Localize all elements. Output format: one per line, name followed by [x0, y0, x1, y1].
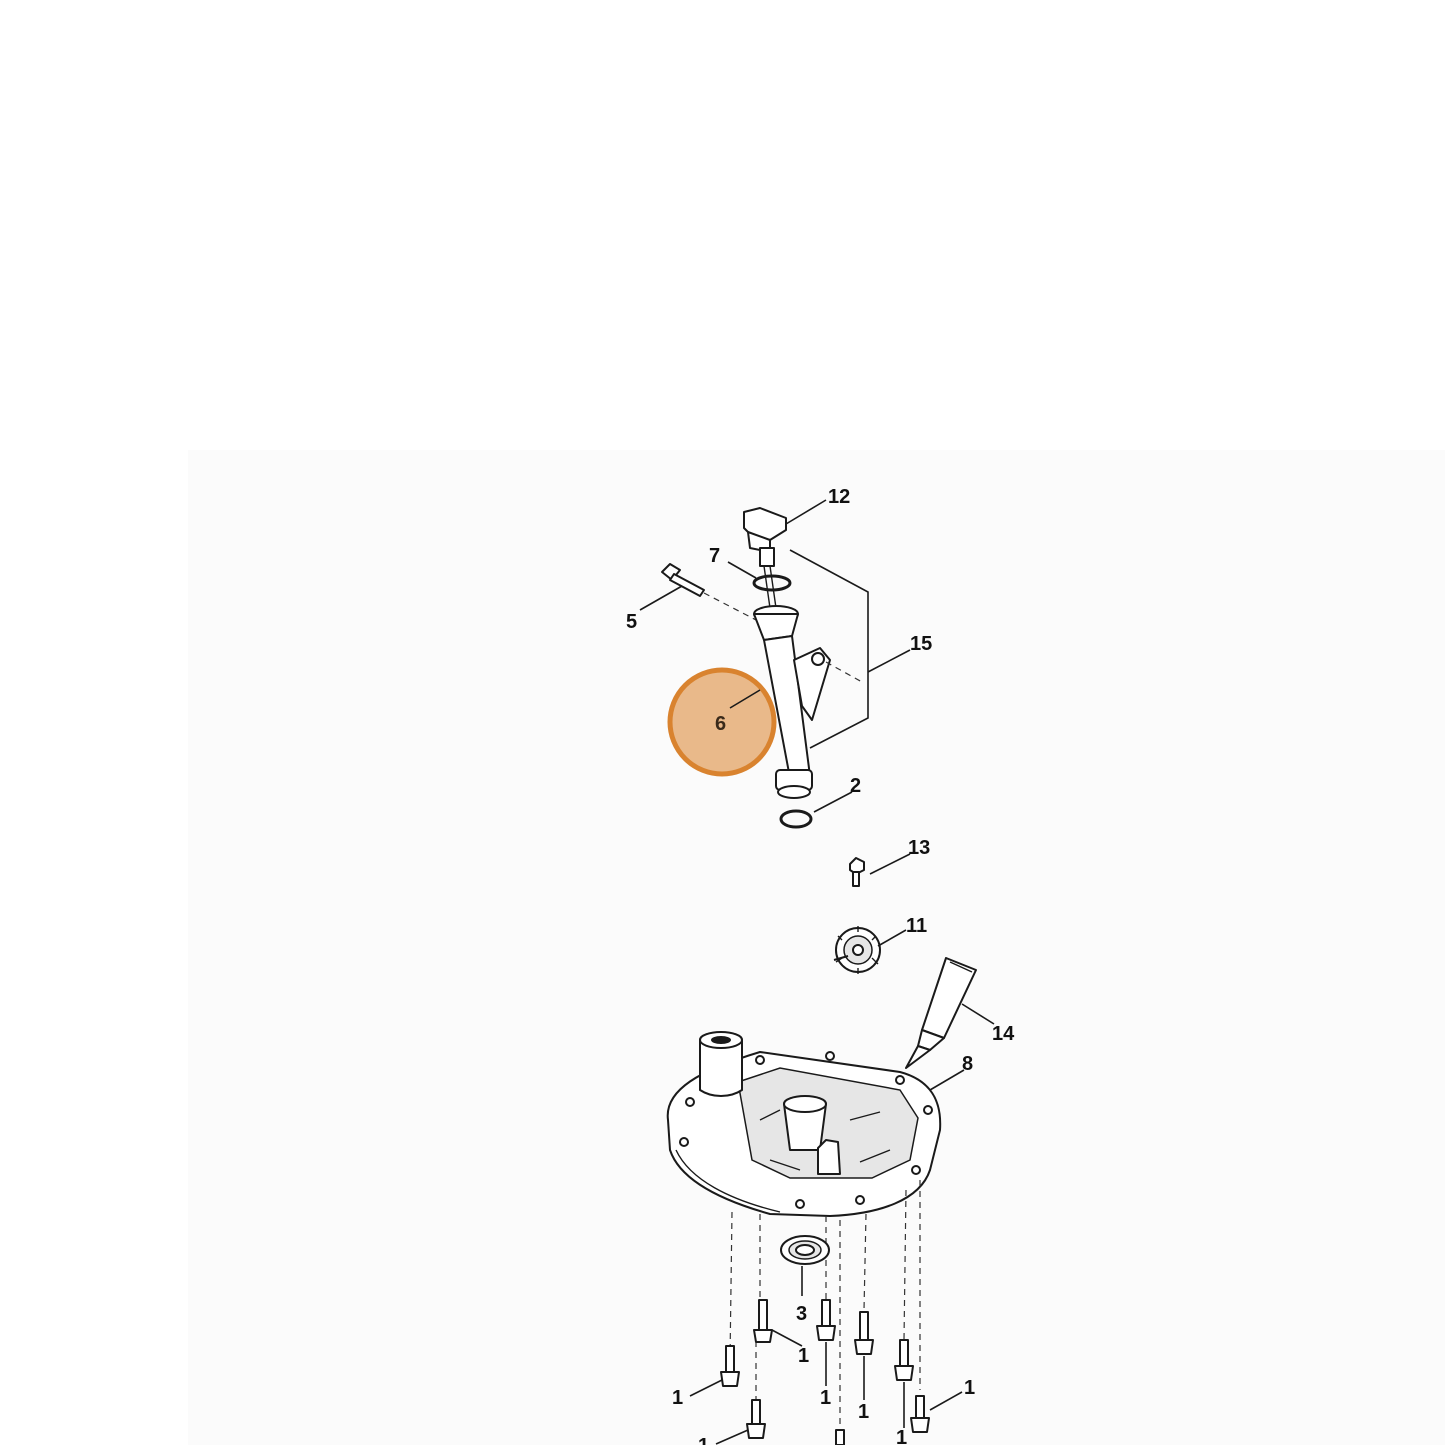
part-2-o-ring[interactable] [779, 809, 813, 829]
label-15[interactable]: 15 [910, 633, 932, 655]
part-8-crankcase-housing[interactable] [666, 1031, 942, 1217]
label-1-a[interactable]: 1 [798, 1345, 809, 1367]
label-1-b[interactable]: 1 [820, 1387, 831, 1409]
label-2[interactable]: 2 [850, 775, 861, 797]
bolt-leader-lines [689, 1329, 963, 1445]
part-13-bolt[interactable] [849, 857, 865, 887]
label-8[interactable]: 8 [962, 1053, 973, 1075]
label-11[interactable]: 11 [906, 915, 927, 937]
part-3-shaft-seal[interactable] [780, 1235, 830, 1265]
label-1-e[interactable]: 1 [896, 1427, 907, 1445]
label-6[interactable]: 6 [715, 713, 726, 735]
label-1-g[interactable]: 1 [698, 1435, 709, 1445]
part-11-gear[interactable] [833, 926, 881, 974]
part-6-oil-filler-tube[interactable] [753, 605, 831, 799]
diagram-panel [188, 450, 1445, 1445]
label-1-c[interactable]: 1 [858, 1401, 869, 1423]
part-15-assembly-bracket [789, 549, 869, 749]
part-12-oil-cap[interactable] [743, 507, 787, 623]
part-1-bolt-set[interactable] [720, 1299, 930, 1445]
label-14[interactable]: 14 [992, 1023, 1015, 1045]
label-3[interactable]: 3 [796, 1303, 807, 1325]
part-14-sealant-tube[interactable] [905, 957, 977, 1069]
label-1-f[interactable]: 1 [964, 1377, 975, 1399]
label-5[interactable]: 5 [626, 611, 637, 633]
part-5-screw[interactable] [661, 563, 705, 597]
label-1-d[interactable]: 1 [672, 1387, 683, 1409]
assembly-guide-lines [729, 1180, 921, 1430]
part-7-o-ring[interactable] [752, 574, 792, 592]
label-7[interactable]: 7 [709, 545, 720, 567]
label-13[interactable]: 13 [908, 837, 930, 859]
highlight-marker-6[interactable]: 6 [667, 667, 777, 777]
label-12[interactable]: 12 [828, 486, 850, 508]
